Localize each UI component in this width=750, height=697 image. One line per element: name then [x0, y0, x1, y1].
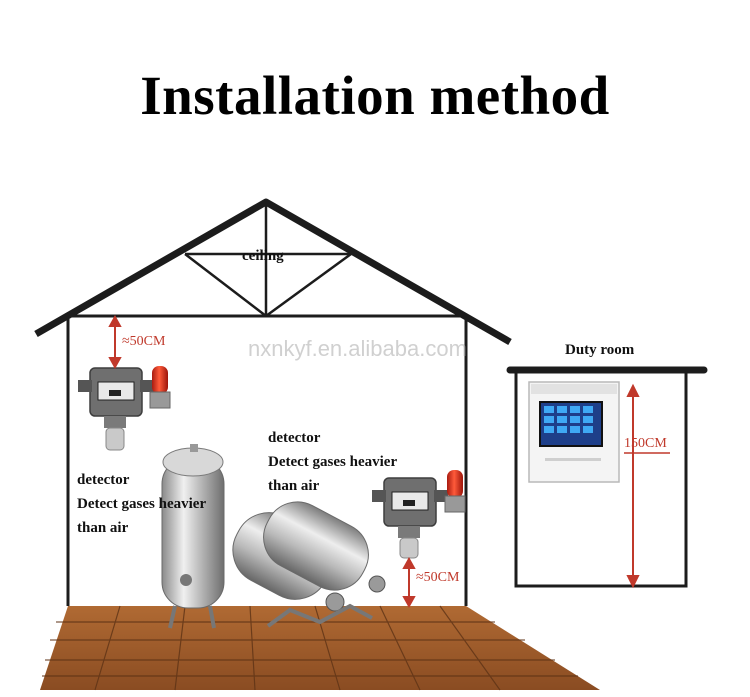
page-title: Installation method: [140, 65, 610, 126]
detector-left-line1: detector: [77, 472, 130, 488]
measure-panel-label: 150CM: [624, 436, 667, 451]
detector-left-line2: Detect gases heavier: [77, 496, 207, 512]
house-outline: [34, 198, 512, 606]
measure-top-label: ≈50CM: [122, 334, 166, 349]
wooden-floor: [40, 605, 600, 691]
vertical-gas-tank: [161, 444, 225, 629]
detector-top-left: [78, 366, 171, 451]
measure-arrow-top: [108, 314, 122, 370]
duty-room: [506, 366, 708, 588]
detector-middle-line3: than air: [268, 478, 320, 494]
detector-left-line3: than air: [77, 520, 129, 536]
horizontal-gas-tanks: [232, 501, 386, 628]
measure-bottom-label: ≈50CM: [416, 570, 460, 585]
watermark: nxnkyf.en.alibaba.com: [248, 336, 467, 361]
duty-room-label: Duty room: [565, 342, 635, 358]
detector-middle: [372, 470, 466, 559]
control-panel: [528, 381, 620, 483]
measure-arrow-bottom: [402, 556, 416, 609]
detector-middle-line1: detector: [268, 430, 321, 446]
measure-arrow-panel: [624, 383, 670, 589]
detector-middle-line2: Detect gases heavier: [268, 454, 398, 470]
ceiling-label: ceiling: [242, 248, 284, 264]
detector-middle-text: detector Detect gases heavier than air: [268, 426, 397, 498]
detector-left-text: detector Detect gases heavier than air: [77, 468, 206, 540]
